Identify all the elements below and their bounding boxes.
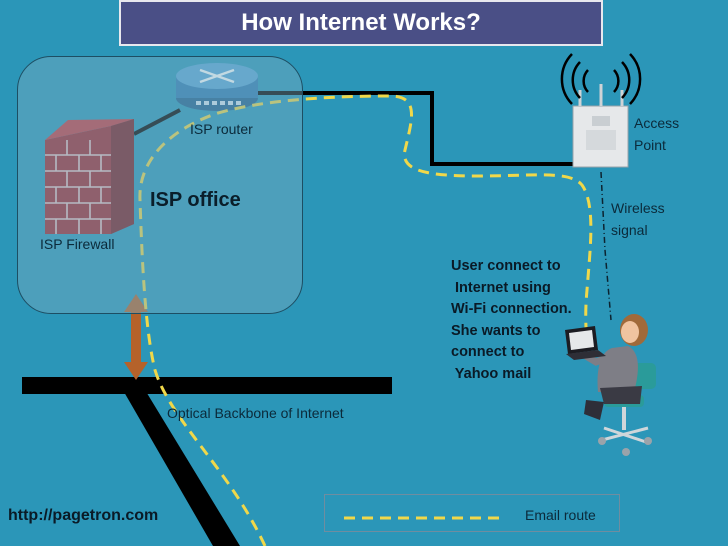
firewall-icon xyxy=(45,119,134,234)
wireless-signal-line xyxy=(600,171,612,321)
isp-firewall-label: ISP Firewall xyxy=(40,236,115,252)
backbone-label: Optical Backbone of Internet xyxy=(167,405,344,421)
uplink-arrow-icon xyxy=(124,294,148,380)
legend: Email route xyxy=(324,494,620,532)
network-cable xyxy=(133,91,580,166)
router-icon xyxy=(176,63,258,111)
website-link[interactable]: http://pagetron.com xyxy=(8,507,159,524)
isp-router-label: ISP router xyxy=(190,121,253,137)
legend-label: Email route xyxy=(525,507,596,523)
wireless-signal-label-line1: Wireless xyxy=(611,200,665,216)
access-point-label-line1: Access xyxy=(634,115,680,131)
user-note: User connect to Internet using Wi-Fi con… xyxy=(451,258,572,382)
optical-backbone xyxy=(22,377,392,546)
isp-office-box xyxy=(17,56,303,314)
title-text: How Internet Works? xyxy=(241,9,481,36)
wireless-signal-label-line2: signal xyxy=(611,222,648,238)
email-route-path xyxy=(138,94,593,546)
page-title: How Internet Works? xyxy=(119,0,603,46)
access-point-label-line2: Point xyxy=(634,137,666,153)
isp-office-label: ISP office xyxy=(150,189,241,211)
user-at-laptop-icon xyxy=(565,314,656,456)
access-point-icon xyxy=(560,53,642,168)
wifi-waves-icon xyxy=(560,53,642,105)
